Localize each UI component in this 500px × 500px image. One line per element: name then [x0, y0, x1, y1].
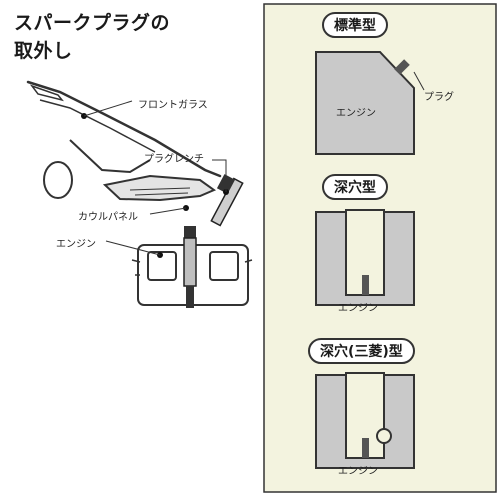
- windshield-inner-line: [39, 99, 156, 153]
- engine-label: エンジン: [56, 239, 96, 250]
- windshield-leader: [83, 100, 133, 117]
- wrench-upper-shaft: [210, 177, 244, 227]
- cowl-panel-label: カウルパネル: [78, 212, 138, 223]
- standard-plug: [394, 59, 410, 75]
- engine-detail: [131, 259, 253, 276]
- title-line-2: 取外し: [14, 40, 73, 62]
- wrench-socket: [186, 286, 194, 308]
- deep-hole: [345, 209, 385, 296]
- standard-plug-leader: [413, 71, 425, 91]
- windshield-outline: [26, 80, 222, 178]
- standard-plug-label: プラグ: [424, 92, 454, 103]
- title-line-1: スパークプラグの: [14, 12, 171, 34]
- engine-right-chamber: [209, 251, 239, 281]
- standard-engine-block: [315, 51, 415, 155]
- engine-leader: [105, 240, 161, 256]
- deep-type-badge: 深穴型: [322, 174, 388, 200]
- mitsubishi-engine-label: エンジン: [338, 466, 378, 477]
- mirror: [43, 161, 73, 199]
- deep-plug: [362, 275, 369, 295]
- cowl-panel: [102, 174, 217, 202]
- windshield-glass: [29, 84, 64, 102]
- mitsubishi-type-badge: 深穴(三菱)型: [308, 338, 415, 364]
- mitsubishi-hole: [345, 372, 385, 459]
- cowl-leader: [149, 207, 187, 215]
- wrench-joint: [184, 226, 196, 238]
- windshield-label: フロントガラス: [138, 100, 208, 111]
- mitsubishi-plug: [362, 438, 369, 458]
- standard-type-badge: 標準型: [322, 12, 388, 38]
- cowl-vent-lines: [129, 187, 191, 196]
- mitsubishi-notch: [376, 428, 392, 444]
- wrench-leader: [212, 159, 227, 192]
- wrench-label: プラグレンチ: [144, 154, 204, 165]
- deep-engine-label: エンジン: [338, 303, 378, 314]
- wiper-blade: [69, 139, 151, 174]
- engine-left-chamber: [147, 251, 177, 281]
- standard-engine-label: エンジン: [336, 108, 376, 119]
